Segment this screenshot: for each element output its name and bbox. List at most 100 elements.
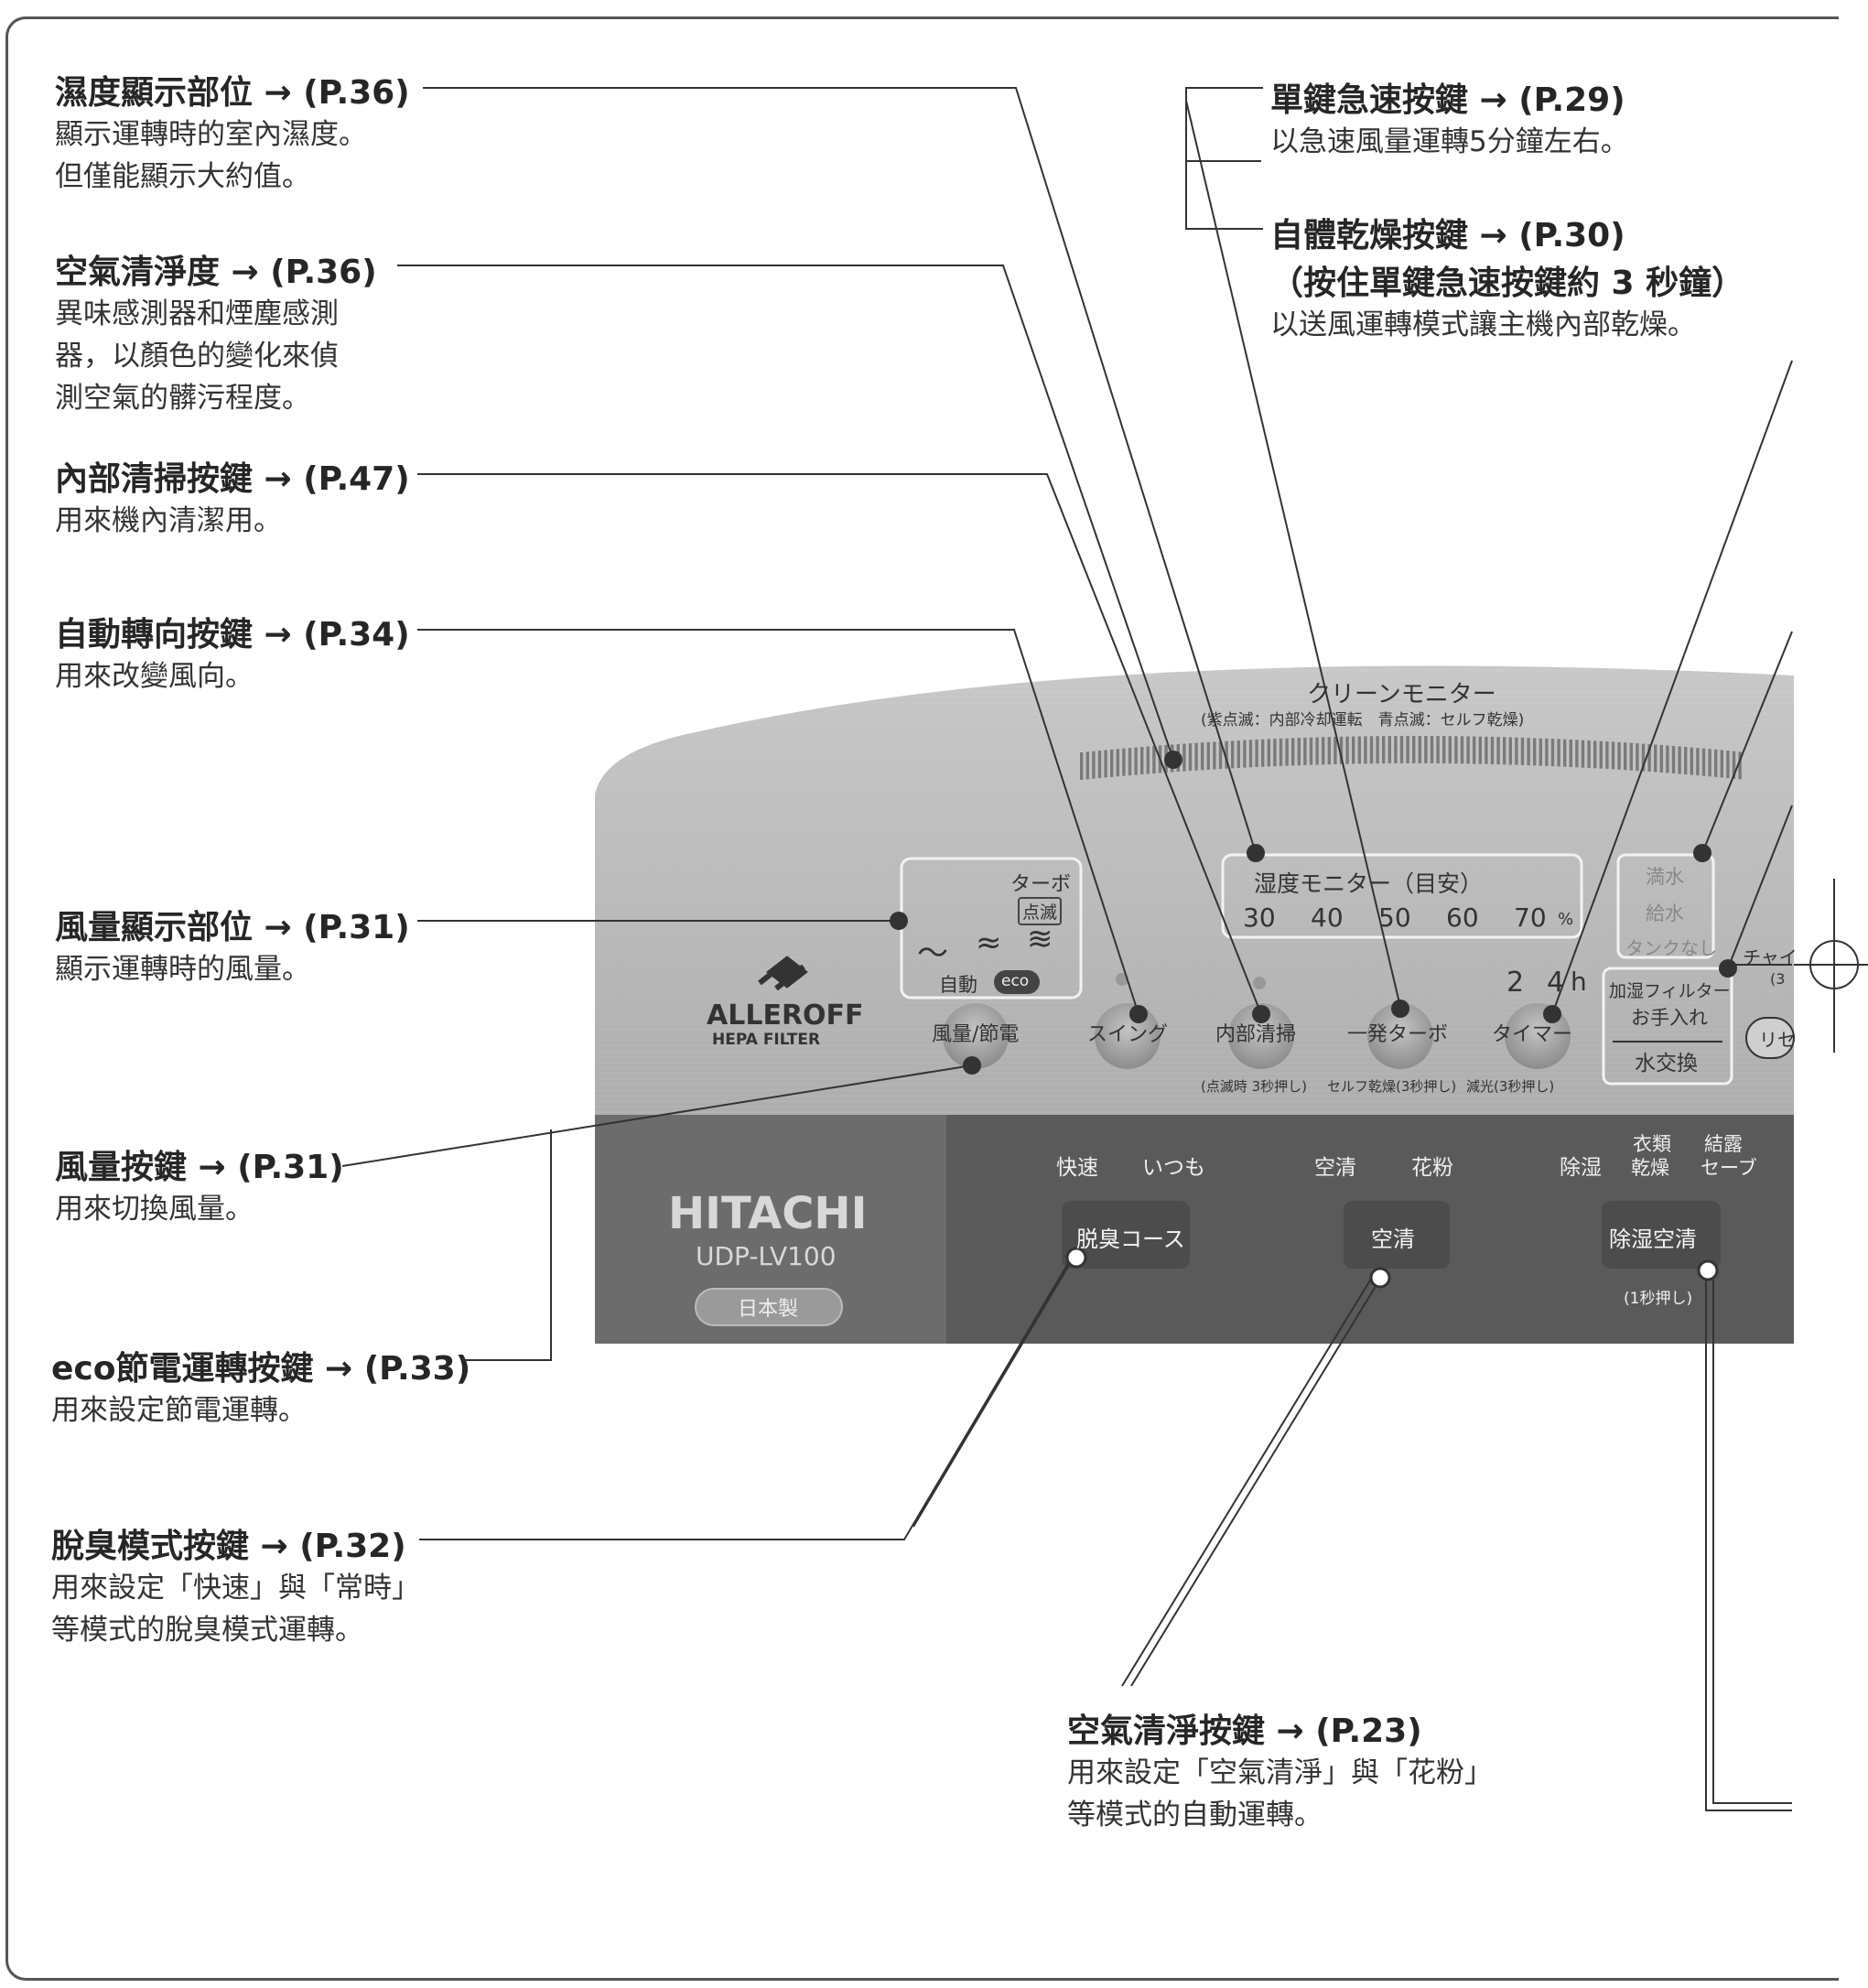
- leader-lines: [341, 87, 1793, 1811]
- button-note: セルフ乾燥(3秒押し): [1327, 1078, 1457, 1095]
- led-segment: [1732, 751, 1736, 779]
- led-segment: [1376, 736, 1379, 764]
- made-in-label: 日本製: [738, 1298, 799, 1321]
- led-segment: [1539, 738, 1542, 766]
- led-segment: [1339, 736, 1344, 764]
- airflow-button-label: 風量/節電: [932, 1023, 1020, 1046]
- reset-label: リセ: [1759, 1029, 1796, 1051]
- led-segment: [1678, 746, 1681, 774]
- led-segment: [1236, 740, 1240, 769]
- callout-desc: 用來設定「快速」與「常時」: [51, 1572, 420, 1604]
- filter-box: [1602, 967, 1733, 1086]
- led-segment: [1334, 737, 1337, 765]
- led-segment: [1218, 741, 1223, 770]
- led-segment: [1581, 740, 1585, 768]
- led-segment: [1647, 744, 1651, 773]
- timer-unit: h: [1571, 967, 1587, 997]
- callout-desc: 器，以顏色的變化來偵: [55, 340, 339, 373]
- led-segment: [1201, 742, 1204, 771]
- timer-value: 2: [1506, 967, 1525, 999]
- model-number: UDP-LV100: [696, 1241, 837, 1271]
- callout-desc: 顯示運轉時的室內濕度。: [55, 118, 367, 151]
- led-segment: [1636, 743, 1639, 772]
- callout-title: 自體乾燥按鍵 → (P.30): [1270, 217, 1625, 254]
- led-segment: [1485, 736, 1488, 764]
- led-segment: [1659, 745, 1663, 773]
- led-segment: [1527, 738, 1530, 766]
- filter-care-label: 加湿フィルター: [1609, 981, 1731, 1001]
- auto-label: 自動: [939, 974, 977, 996]
- swing-indicator: [1116, 973, 1128, 986]
- reset-button[interactable]: [1745, 1017, 1795, 1059]
- filter-care-label: お手入れ: [1631, 1007, 1708, 1029]
- humidity-display-box: [1221, 853, 1583, 939]
- led-segment: [1726, 751, 1730, 779]
- led-segment: [1708, 749, 1711, 777]
- led-segment: [1097, 751, 1102, 779]
- led-segment: [1448, 736, 1452, 764]
- mode-label-save: セーブ: [1701, 1157, 1757, 1179]
- callout-rings: [1065, 1247, 1719, 1289]
- registration-mark-icon: [1794, 879, 1868, 1053]
- callout-title: 內部清掃按鍵 → (P.47): [55, 460, 410, 498]
- led-segment: [1720, 750, 1723, 778]
- led-segment: [1611, 741, 1615, 770]
- led-segment: [1563, 739, 1567, 767]
- led-segment: [1454, 736, 1458, 764]
- led-segment: [1285, 738, 1289, 766]
- led-segment: [1327, 737, 1331, 765]
- led-segment: [1442, 736, 1446, 764]
- led-segment: [1364, 736, 1367, 764]
- callout-deodor-button: 脫臭模式按鍵 → (P.32) 用來設定「快速」與「常時」 等模式的脫臭模式運轉…: [51, 1519, 420, 1651]
- led-segment: [1641, 743, 1646, 772]
- dehumid-mode-button[interactable]: [1602, 1201, 1721, 1269]
- led-segment: [1533, 738, 1537, 766]
- led-segment: [1122, 748, 1126, 776]
- callout-title: 濕度顯示部位 → (P.36): [55, 74, 410, 112]
- led-segment: [1231, 740, 1235, 769]
- callout-title: 風量按鍵 → (P.31): [55, 1149, 344, 1186]
- led-segment: [1128, 748, 1132, 776]
- led-segment: [1460, 736, 1464, 764]
- callout-desc: 測空氣的髒污程度。: [55, 382, 310, 415]
- led-segment: [1315, 737, 1319, 765]
- press-note: (1秒押し): [1624, 1290, 1693, 1308]
- led-segment: [1701, 748, 1706, 776]
- callout-dots: [890, 751, 1737, 1075]
- led-segment: [1248, 740, 1253, 768]
- led-segment: [1225, 740, 1228, 769]
- led-segment: [1273, 739, 1277, 767]
- callout-desc: 但僅能顯示大約值。: [55, 160, 310, 193]
- air-clean-mode-button[interactable]: [1344, 1201, 1450, 1269]
- callout-air-clean-level: 空氣清淨度 → (P.36) 異味感測器和煙塵感測 器，以顏色的變化來偵 測空氣…: [55, 245, 377, 419]
- led-segment: [1478, 736, 1482, 764]
- led-segment: [1654, 744, 1657, 773]
- callout-title: 空氣清淨度 → (P.36): [55, 254, 377, 291]
- humidity-percent: %: [1558, 910, 1574, 929]
- led-segment: [1388, 736, 1391, 764]
- internal-clean-button[interactable]: [1228, 1003, 1294, 1069]
- eco-label: eco: [1001, 972, 1030, 990]
- callout-internal-clean: 內部清掃按鍵 → (P.47) 用來機內清潔用。: [55, 452, 410, 542]
- alleroff-logo: ALLEROFF: [707, 999, 864, 1032]
- led-segment: [1303, 737, 1307, 765]
- turbo-button-label: 一発ターボ: [1347, 1023, 1449, 1046]
- mode-label-condensation: 結露: [1704, 1133, 1743, 1155]
- blink-label: 点滅: [1018, 897, 1063, 925]
- alleroff-logo-icon: [758, 956, 808, 991]
- callout-title: 空氣清淨按鍵 → (P.23): [1067, 1712, 1422, 1750]
- mode-label-clothes: 衣類: [1633, 1133, 1671, 1155]
- airflow-button[interactable]: [943, 1003, 1009, 1069]
- led-segment: [1490, 737, 1495, 765]
- page-frame: [5, 16, 1839, 1981]
- led-segment: [1412, 736, 1416, 763]
- callout-desc: 等模式的脫臭模式運轉。: [51, 1614, 363, 1647]
- led-segment: [1116, 749, 1119, 777]
- timer-button-label: タイマー: [1492, 1023, 1573, 1046]
- turbo-button[interactable]: [1367, 1003, 1433, 1069]
- mode-label-pollen: 花粉: [1411, 1156, 1453, 1180]
- chime-note: (3: [1770, 970, 1786, 988]
- swing-button-label: スイング: [1087, 1023, 1169, 1046]
- water-status-box: [1616, 853, 1715, 959]
- deodor-mode-button[interactable]: [1062, 1201, 1190, 1269]
